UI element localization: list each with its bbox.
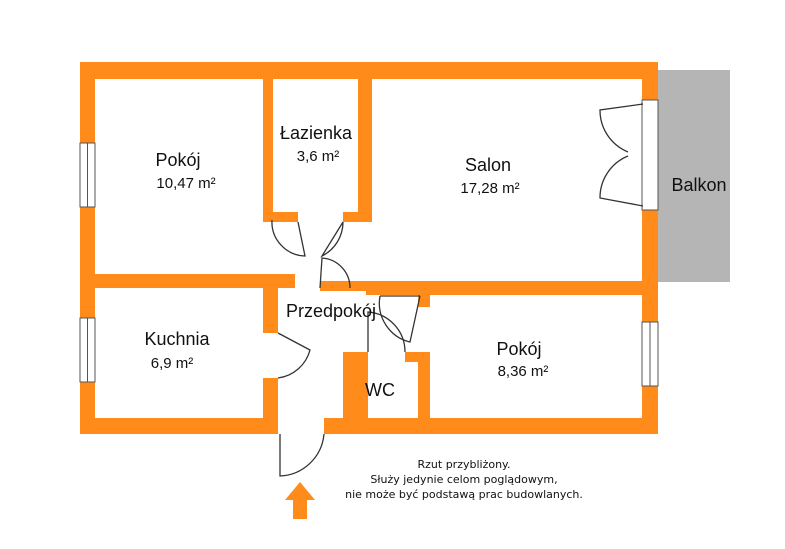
room-salon-name: Salon: [465, 155, 511, 175]
balcony-area: [655, 70, 730, 282]
door-kuchnia: [277, 332, 311, 379]
room-przedpokoj-name: Przedpokój: [286, 301, 376, 321]
room-lazienka-area: 3,6 m²: [297, 148, 340, 165]
room-balkon-name: Balkon: [671, 175, 726, 195]
door-balkon: [599, 103, 644, 153]
room-kuchnia-area: 6,9 m²: [151, 355, 194, 372]
disclaimer-line-2: Służy jedynie celom poglądowym,: [370, 473, 557, 486]
room-pokoj-2-name: Pokój: [496, 339, 541, 359]
window-balkon: [641, 99, 659, 211]
room-pokoj-2-area: 8,36 m²: [498, 363, 549, 380]
room-wc-name: WC: [365, 380, 395, 400]
entrance-arrow-icon: [285, 482, 315, 519]
door-salon: [319, 257, 351, 289]
door-wc: [367, 311, 406, 353]
doors: [271, 103, 644, 477]
room-pokoj-1-name: Pokój: [155, 150, 200, 170]
disclaimer-line-1: Rzut przybliżony.: [418, 458, 511, 471]
disclaimer-line-3: nie może być podstawą prac budowlanych.: [345, 488, 583, 501]
room-salon-area: 17,28 m²: [460, 180, 519, 197]
room-kuchnia-name: Kuchnia: [144, 329, 210, 349]
door-lazienka: [271, 219, 306, 257]
walls: [80, 62, 658, 434]
door-entrance: [279, 433, 325, 477]
room-lazienka-name: Łazienka: [280, 123, 353, 143]
door-pokoj-2: [378, 295, 421, 343]
windows: [79, 99, 659, 387]
room-pokoj-1-area: 10,47 m²: [156, 175, 215, 192]
